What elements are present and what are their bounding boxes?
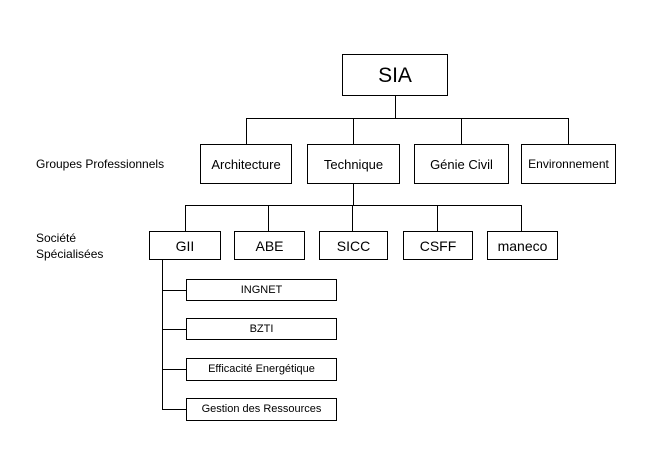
society-label: ABE bbox=[255, 237, 284, 254]
group-node-architecture: Architecture bbox=[200, 144, 292, 184]
row-label-societies-line2: Spécialisées bbox=[36, 247, 104, 261]
row-label-societies-line1: Société bbox=[36, 231, 77, 245]
society-label: SICC bbox=[336, 237, 371, 254]
society-node-csff: CSFF bbox=[403, 231, 473, 260]
gii-child-label: Gestion des Ressources bbox=[201, 403, 322, 415]
root-label: SIA bbox=[378, 63, 412, 87]
group-label: Génie Civil bbox=[430, 156, 493, 172]
group-node-technique: Technique bbox=[307, 144, 400, 184]
gii-child-ingnet: INGNET bbox=[186, 279, 337, 301]
gii-child-bzti: BZTI bbox=[186, 318, 337, 340]
group-node-environnement: Environnement bbox=[521, 144, 616, 184]
root-node: SIA bbox=[342, 54, 448, 96]
gii-child-gestion-des-ressources: Gestion des Ressources bbox=[186, 398, 337, 421]
group-label: Architecture bbox=[211, 156, 281, 172]
society-node-sicc: SICC bbox=[319, 231, 388, 260]
gii-child-label: INGNET bbox=[240, 283, 283, 296]
row-label-groups: Groupes Professionnels bbox=[36, 157, 165, 171]
society-label: maneco bbox=[497, 237, 548, 254]
group-node-genie-civil: Génie Civil bbox=[414, 144, 509, 184]
society-node-abe: ABE bbox=[234, 231, 305, 260]
society-label: CSFF bbox=[419, 237, 457, 254]
gii-child-label: BZTI bbox=[249, 322, 274, 335]
society-node-maneco: maneco bbox=[487, 231, 558, 260]
group-label: Technique bbox=[323, 156, 384, 172]
society-node-gii: GII bbox=[149, 231, 221, 260]
society-label: GII bbox=[175, 237, 195, 254]
gii-child-efficacite-energetique: Efficacité Energétique bbox=[186, 358, 337, 381]
gii-child-label: Efficacité Energétique bbox=[208, 363, 315, 375]
group-label: Environnement bbox=[528, 157, 609, 171]
